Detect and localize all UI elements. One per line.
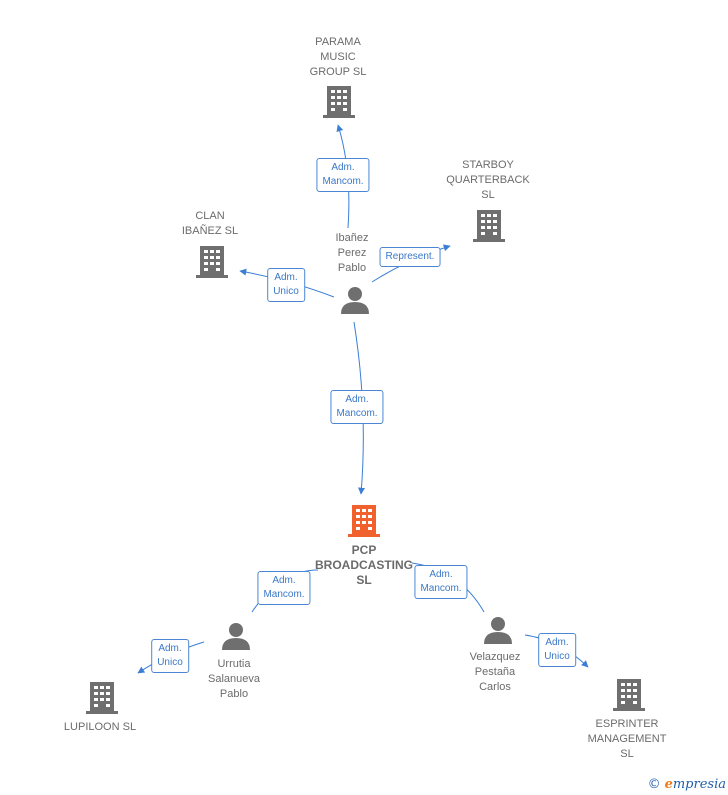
building-icon xyxy=(473,210,505,242)
company-label-clan[interactable]: CLAN IBAÑEZ SL xyxy=(181,210,239,237)
edge-label-urrutia-pcp: Adm. Mancom. xyxy=(257,571,311,605)
person-label-ibanez[interactable]: Ibañez Perez Pablo xyxy=(335,232,369,274)
edge-label-ibanez-parama: Adm. Mancom. xyxy=(316,158,370,192)
person-label-urrutia[interactable]: Urrutia Salanueva Pablo xyxy=(208,658,260,700)
building-icon-focus xyxy=(348,505,380,537)
edge-label-velazquez-esprinter: Adm. Unico xyxy=(538,633,576,667)
brand-initial: e xyxy=(664,777,673,792)
building-icon xyxy=(323,86,355,118)
company-label-starboy[interactable]: STARBOY QUARTERBACK SL xyxy=(446,159,530,201)
company-label-lupiloon[interactable]: LUPILOON SL xyxy=(63,721,137,733)
edge-label-ibanez-clan: Adm. Unico xyxy=(267,268,305,302)
building-icon xyxy=(86,682,118,714)
company-label-pcp[interactable]: PCP BROADCASTING SL xyxy=(315,543,413,587)
person-icon xyxy=(484,617,512,644)
person-icon xyxy=(222,623,250,650)
person-icon xyxy=(341,287,369,314)
building-icon xyxy=(196,246,228,278)
building-icon xyxy=(613,679,645,711)
edge-label-velazquez-pcp: Adm. Mancom. xyxy=(414,565,468,599)
company-label-esprinter[interactable]: ESPRINTER MANAGEMENT SL xyxy=(587,718,667,760)
empresia-watermark[interactable]: ©empresia xyxy=(648,777,726,792)
edge-label-ibanez-starboy: Represent. xyxy=(379,247,441,267)
edge-label-ibanez-pcp: Adm. Mancom. xyxy=(330,390,384,424)
copyright-symbol: © xyxy=(647,777,661,792)
company-label-parama[interactable]: PARAMA MUSIC GROUP SL xyxy=(309,36,367,78)
edge-label-urrutia-lupiloon: Adm. Unico xyxy=(151,639,189,673)
brand-name: mpresia xyxy=(672,777,726,792)
person-label-velazquez[interactable]: Velazquez Pestaña Carlos xyxy=(469,651,521,693)
